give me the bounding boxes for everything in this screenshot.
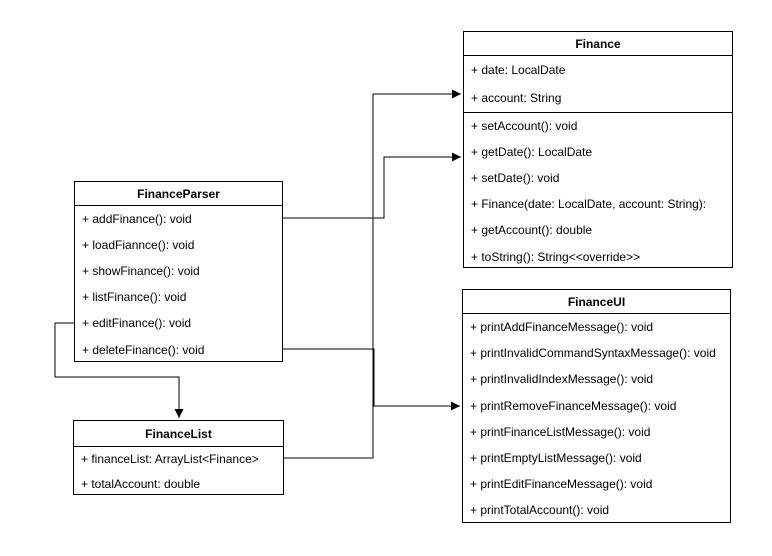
uml-member-row: + loadFiannce(): void bbox=[82, 238, 195, 253]
class-attributes-section: + financeList: ArrayList<Finance> + total… bbox=[74, 447, 283, 496]
uml-member-row: + totalAccount: double bbox=[81, 476, 201, 491]
class-title: FinanceList bbox=[74, 421, 283, 447]
class-title: Finance bbox=[464, 32, 732, 56]
uml-member-row: + printEmptyListMessage(): void bbox=[470, 451, 642, 466]
uml-member-row: + getAccount(): double bbox=[471, 223, 593, 238]
uml-member-row: + setDate(): void bbox=[471, 171, 560, 186]
uml-member-row: + getDate(): LocalDate bbox=[471, 145, 593, 160]
class-methods-section: + setAccount(): void + getDate(): LocalDa… bbox=[464, 112, 732, 270]
uml-member-row: + showFinance(): void bbox=[82, 264, 200, 279]
uml-member-row: + printEditFinanceMessage(): void bbox=[470, 477, 653, 492]
uml-member-row: + addFinance(): void bbox=[82, 212, 192, 227]
uml-member-row: + printInvalidIndexMessage(): void bbox=[470, 372, 654, 387]
class-methods-section: + printAddFinanceMessage(): void + printI… bbox=[463, 314, 730, 524]
class-title: FinanceUI bbox=[463, 290, 730, 314]
class-box-financeparser: FinanceParser + addFinance(): void + load… bbox=[74, 181, 283, 362]
uml-member-row: + account: String bbox=[471, 91, 562, 105]
class-title: FinanceParser bbox=[75, 182, 282, 206]
uml-member-row: + printInvalidCommandSyntaxMessage(): vo… bbox=[470, 346, 716, 361]
edge-financeparser-to-finance bbox=[283, 152, 461, 219]
class-box-finance: Finance + date: LocalDate + account: Stri… bbox=[463, 31, 733, 268]
uml-member-row: + printRemoveFinanceMessage(): void bbox=[470, 398, 677, 413]
uml-member-row: + printAddFinanceMessage(): void bbox=[470, 320, 654, 335]
uml-member-row: + financeList: ArrayList<Finance> bbox=[81, 452, 259, 467]
uml-member-row: + toString(): String<<override>> bbox=[471, 249, 641, 264]
uml-member-row: + listFinance(): void bbox=[82, 290, 187, 305]
class-box-financelist: FinanceList + financeList: ArrayList<Fin… bbox=[73, 420, 284, 495]
uml-member-row: + editFinance(): void bbox=[82, 316, 192, 331]
uml-member-row: + setAccount(): void bbox=[471, 119, 578, 134]
uml-member-row: + printFinanceListMessage(): void bbox=[470, 424, 651, 439]
uml-member-row: + date: LocalDate bbox=[471, 63, 566, 77]
uml-member-row: + printTotalAccount(): void bbox=[470, 503, 610, 518]
edge-financelist-to-finance bbox=[284, 89, 461, 459]
uml-member-row: + deleteFinance(): void bbox=[82, 342, 205, 357]
class-box-financeui: FinanceUI + printAddFinanceMessage(): vo… bbox=[462, 289, 731, 523]
class-attributes-section: + date: LocalDate + account: String bbox=[464, 56, 732, 112]
class-methods-section: + addFinance(): void + loadFiannce(): voi… bbox=[75, 206, 282, 363]
uml-member-row: + Finance(date: LocalDate, account: Stri… bbox=[471, 197, 707, 212]
edge-financeparser-to-financeui bbox=[283, 348, 460, 411]
